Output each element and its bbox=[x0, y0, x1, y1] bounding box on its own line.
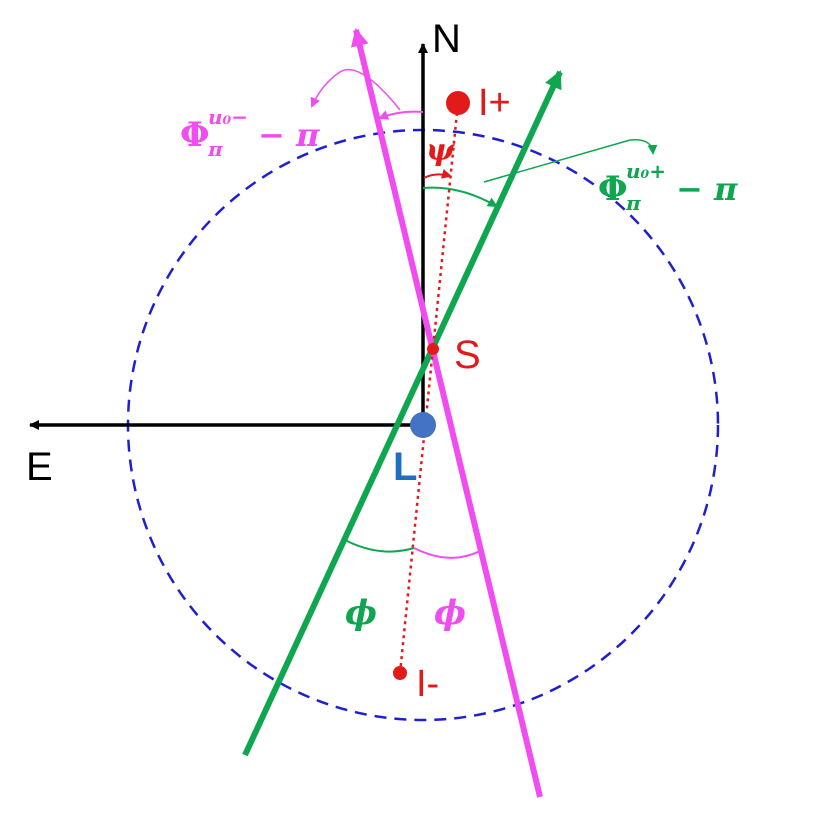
source-label: S bbox=[454, 333, 481, 377]
pink-trajectory-line bbox=[350, 28, 543, 798]
image-plus-label: I+ bbox=[478, 82, 511, 124]
pink-angle-arc bbox=[378, 110, 424, 120]
pink-angle-sup: u₀− bbox=[208, 105, 248, 129]
pink-angle-tail: − π bbox=[258, 116, 320, 154]
green-angle-base: Φ bbox=[598, 169, 628, 209]
pink-angle-base: Φ bbox=[180, 115, 210, 155]
green-angle-sub: π bbox=[625, 191, 641, 215]
lens-label: L bbox=[393, 445, 417, 489]
green-trajectory-line bbox=[242, 70, 563, 757]
lens-dot bbox=[410, 412, 436, 438]
image-minus-dot bbox=[393, 666, 407, 680]
green-angle-sup: u₀+ bbox=[626, 159, 666, 183]
phi-arc-green bbox=[344, 539, 415, 553]
image-minus-label: I- bbox=[416, 663, 439, 705]
source-dot bbox=[427, 343, 439, 355]
east-label: E bbox=[26, 445, 53, 489]
green-angle-tail: − π bbox=[676, 170, 738, 208]
green-label-leader bbox=[483, 139, 658, 183]
pink-angle-sub: π bbox=[207, 137, 223, 161]
pink-label-leader bbox=[310, 68, 401, 111]
pink-angle-label: Φ π u₀− − π bbox=[180, 105, 320, 161]
phi-arc-pink bbox=[413, 547, 481, 559]
green-angle-label: Φ π u₀+ − π bbox=[598, 159, 738, 215]
image-axis-line bbox=[398, 102, 460, 674]
phi-left-label: ϕ bbox=[345, 593, 377, 633]
green-angle-arc bbox=[422, 186, 498, 208]
north-label: N bbox=[432, 17, 461, 61]
psi-label: ψ bbox=[426, 133, 456, 168]
phi-right-label: ϕ bbox=[434, 593, 466, 633]
psi-angle-arc bbox=[423, 168, 452, 179]
image-plus-dot bbox=[446, 91, 470, 115]
